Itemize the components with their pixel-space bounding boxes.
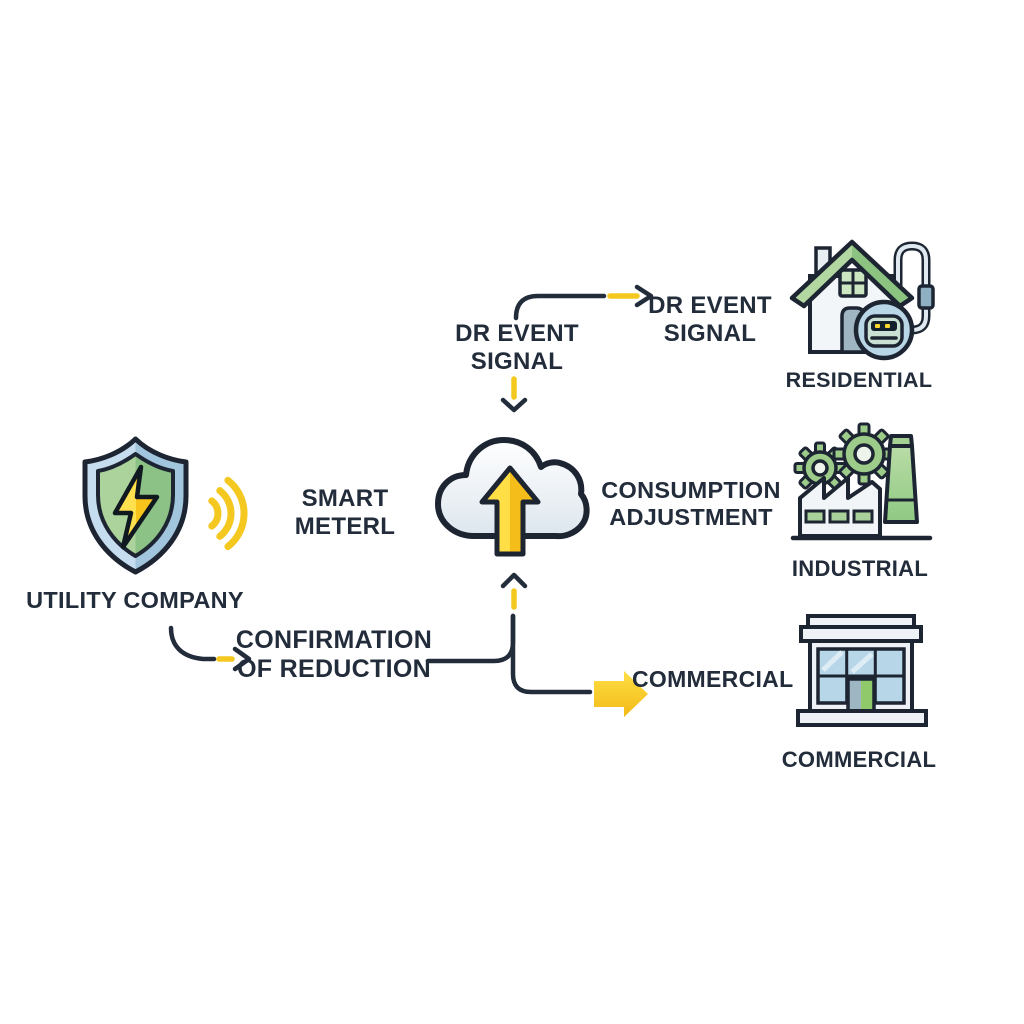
dr-event-curve-line (513, 293, 607, 321)
junction-up-arrowhead-icon (500, 572, 528, 589)
smart-meter-device (853, 299, 915, 361)
smart-meter-label: SMART METERL (294, 485, 396, 541)
cloud-upload-icon (435, 437, 590, 557)
dr-event-signal-residential-label: DR EVENT SIGNAL (648, 292, 772, 348)
residential-label: RESIDENTIAL (785, 368, 933, 392)
signal-waves-icon (208, 476, 248, 551)
storefront-icon (796, 614, 928, 727)
dr-event-arrowhead-icon (634, 284, 654, 308)
confirmation-to-cloud-line (425, 613, 516, 664)
store-parapet (799, 625, 923, 643)
industrial-label: INDUSTRIAL (791, 556, 929, 581)
factory-chimney (883, 434, 919, 524)
store-base (796, 709, 928, 727)
junction-to-commercial-line (510, 613, 593, 695)
factory-gears-icon (790, 422, 933, 541)
utility-confirmation-curve-line (168, 625, 217, 662)
consumption-adjustment-label: CONSUMPTION ADJUSTMENT (601, 477, 781, 531)
lightning-bolt-icon (112, 464, 160, 550)
cable-connector (917, 284, 935, 310)
dr-event-signal-center-label: DR EVENT SIGNAL (455, 320, 579, 376)
shield-lightning-icon (82, 436, 189, 575)
commercial-block-arrow-icon (594, 671, 648, 717)
house-smart-meter-icon (789, 239, 935, 361)
utility-company-label: UTILITY COMPANY (26, 587, 244, 613)
commercial-flow-label: COMMERCIAL (632, 666, 794, 692)
meter-cable (896, 243, 928, 332)
up-arrow-icon (479, 465, 541, 557)
factory-building (798, 476, 882, 538)
signal-down-arrowhead-icon (500, 397, 528, 413)
confirmation-of-reduction-label: CONFIRMATION OF REDUCTION (235, 626, 433, 684)
factory-windows (804, 509, 874, 524)
store-door (846, 677, 876, 713)
house-window (838, 268, 868, 298)
commercial-label: COMMERCIAL (781, 747, 937, 772)
utility-confirmation-arrowhead-icon (232, 646, 252, 672)
gear-large-icon (832, 422, 896, 486)
